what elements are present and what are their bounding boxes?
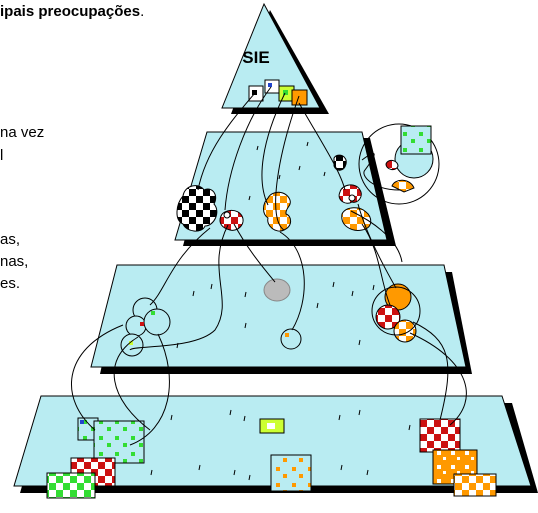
zoom-bubble bbox=[358, 123, 440, 205]
orange-checker-circle bbox=[393, 319, 417, 343]
link-node bbox=[223, 211, 231, 219]
body-text-fragment: nas, bbox=[0, 253, 29, 270]
red-wedge bbox=[385, 159, 399, 171]
heading-fragment: ipais preocupações. bbox=[0, 3, 145, 20]
top-layer bbox=[221, 2, 321, 109]
cluster-circle bbox=[143, 308, 171, 336]
gray-node bbox=[263, 278, 291, 302]
top-box-mark bbox=[268, 83, 272, 87]
body-text-fragment: na vez bbox=[0, 124, 45, 141]
red-checker-panel-2 bbox=[419, 418, 461, 453]
top-box-orange bbox=[291, 89, 308, 106]
cluster-mark bbox=[129, 341, 133, 345]
orange-wedge bbox=[391, 179, 415, 193]
small-circle-mark bbox=[285, 333, 289, 337]
cluster-mark bbox=[151, 311, 155, 315]
small-black-blob bbox=[333, 154, 347, 171]
green-dot-box bbox=[400, 125, 432, 155]
connector-lines bbox=[71, 86, 467, 446]
orange-checker-blob bbox=[263, 191, 292, 232]
third-layer bbox=[90, 264, 467, 368]
body-text-fragment: es. bbox=[0, 275, 21, 292]
orange-checker-panel bbox=[453, 473, 497, 497]
sie-label: SIE bbox=[242, 48, 269, 67]
blue-mark bbox=[80, 420, 84, 424]
small-circle bbox=[280, 328, 302, 350]
green-checker-panel bbox=[46, 472, 96, 499]
lime-box-inner bbox=[267, 423, 275, 429]
red-checker-circle bbox=[375, 304, 401, 330]
layer-ticks bbox=[150, 141, 411, 481]
green-dot-panel bbox=[93, 420, 145, 464]
body-text-fragment: as, bbox=[0, 231, 21, 248]
top-box-mark bbox=[252, 90, 257, 95]
body-text-fragment: l bbox=[0, 147, 4, 164]
black-checker-blob bbox=[176, 185, 218, 232]
red-checker-blob bbox=[219, 209, 244, 231]
orange-dot-panel bbox=[270, 454, 312, 492]
link-node bbox=[348, 194, 356, 202]
cluster-mark bbox=[140, 322, 144, 326]
top-box-mark bbox=[283, 90, 288, 95]
